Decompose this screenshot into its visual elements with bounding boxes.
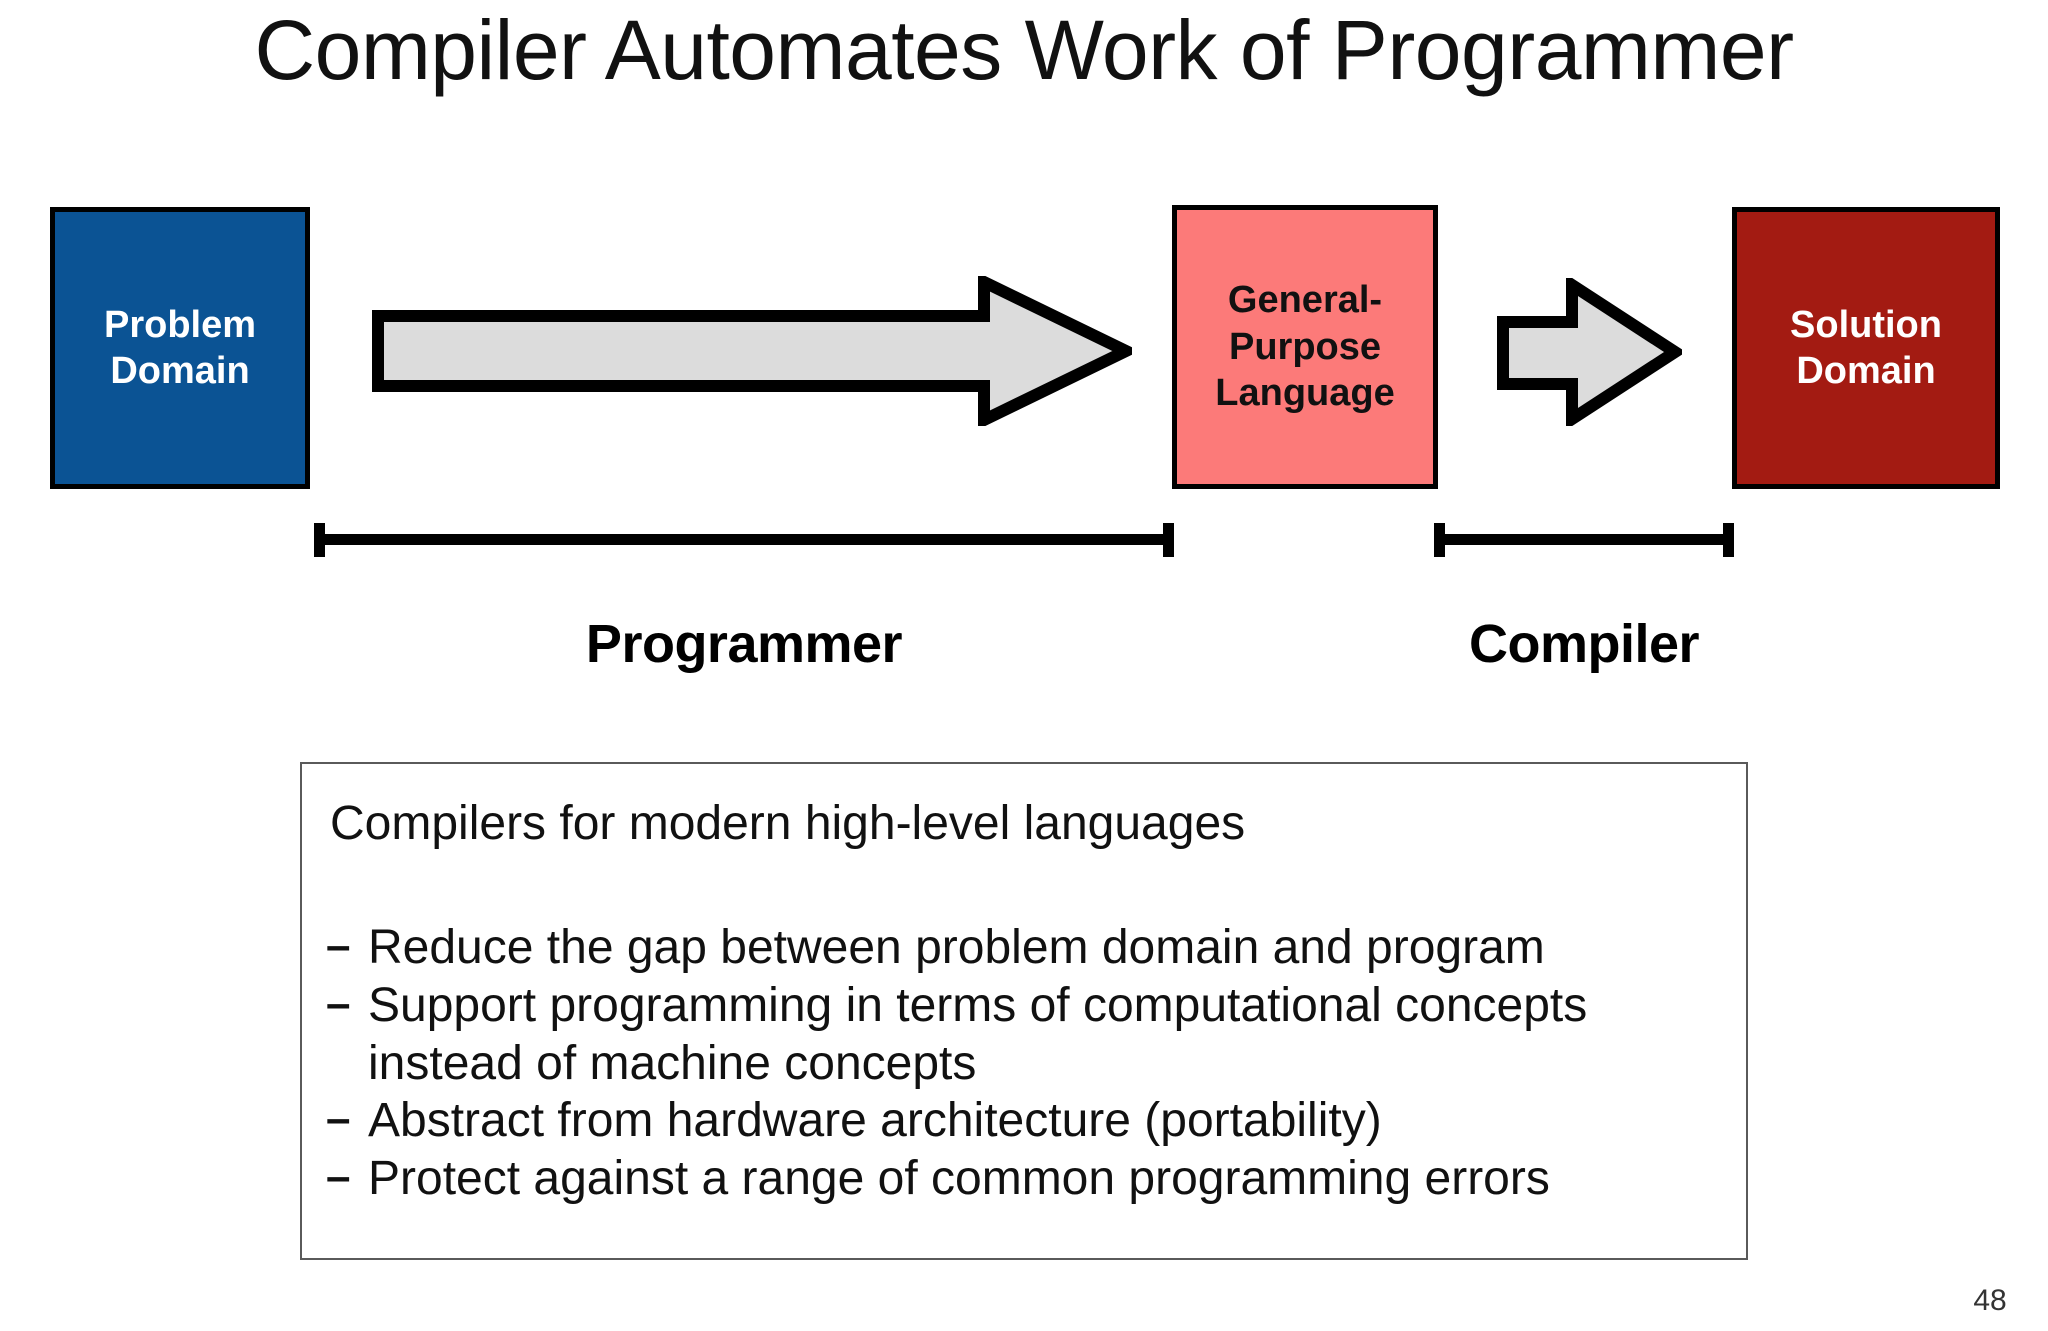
problem-domain-box: Problem Domain (50, 207, 310, 489)
gpl-line-3: Language (1215, 372, 1395, 415)
bullet-dash-icon: – (326, 1094, 351, 1144)
notes-heading: Compilers for modern high-level language… (330, 797, 1246, 850)
solution-domain-box: Solution Domain (1732, 207, 2000, 489)
compiler-arrow-icon (1497, 278, 1682, 426)
solution-domain-line-1: Solution (1790, 303, 1942, 346)
problem-domain-line-2: Domain (110, 350, 250, 392)
list-item: – Support programming in terms of comput… (326, 977, 1728, 1093)
list-item: – Reduce the gap between problem domain … (326, 919, 1728, 977)
notes-list: – Reduce the gap between problem domain … (326, 919, 1728, 1208)
programmer-arrow-icon (372, 276, 1132, 426)
page-number: 48 (1973, 1284, 2007, 1317)
list-item-text: Support programming in terms of computat… (368, 978, 1588, 1090)
list-item-text: Abstract from hardware architecture (por… (368, 1094, 1382, 1148)
list-item: – Protect against a range of common prog… (326, 1150, 1728, 1208)
notes-panel: Compilers for modern high-level language… (300, 762, 1748, 1260)
list-item: – Abstract from hardware architecture (p… (326, 1092, 1728, 1150)
solution-domain-line-2: Domain (1796, 350, 1936, 392)
gpl-line-1: General- (1227, 279, 1383, 322)
programmer-span-label: Programmer (585, 614, 903, 674)
programmer-span-bracket-icon (314, 523, 1174, 557)
bullet-dash-icon: – (326, 978, 351, 1028)
list-item-text: Protect against a range of common progra… (368, 1152, 1550, 1206)
problem-domain-line-1: Problem (103, 303, 257, 346)
page-title: Compiler Automates Work of Programmer (254, 3, 1794, 97)
compiler-span-bracket-icon (1434, 523, 1734, 557)
bullet-dash-icon: – (326, 1152, 351, 1202)
general-purpose-language-box: General- Purpose Language (1172, 205, 1438, 489)
bullet-dash-icon: – (326, 921, 351, 970)
gpl-line-2: Purpose (1228, 325, 1382, 368)
compiler-span-label: Compiler (1468, 614, 1700, 674)
list-item-text: Reduce the gap between problem domain an… (368, 921, 1545, 974)
